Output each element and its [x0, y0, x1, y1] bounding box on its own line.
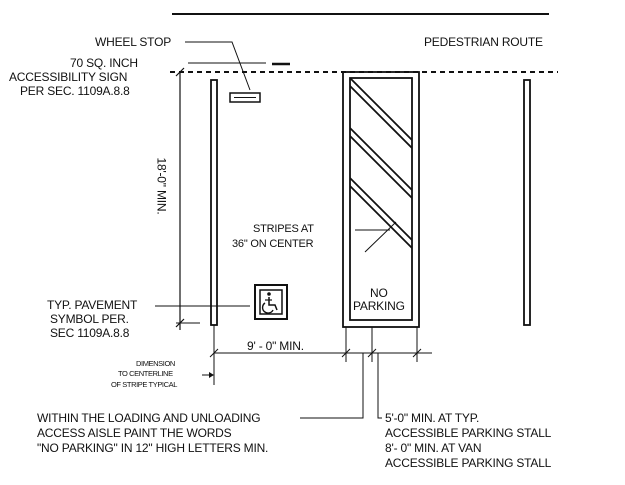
sign-label-line2: ACCESSIBILITY SIGN — [9, 70, 128, 84]
loading-label-line2: ACCESS AISLE PAINT THE WORDS — [37, 426, 232, 440]
stall-width-label: 9' - 0" MIN. — [247, 339, 304, 353]
aisle-hatch — [350, 78, 412, 249]
pedestrian-route-label: PEDESTRIAN ROUTE — [424, 35, 543, 49]
pavement-label-line1: TYP. PAVEMENT — [47, 298, 138, 312]
stall-stripe-right — [523, 79, 531, 326]
aisle-label-line4: ACCESSIBLE PARKING STALL — [385, 456, 552, 470]
sign-label-line1: 70 SQ. INCH — [70, 56, 138, 70]
dimension-label-line2: TO CENTERLINE — [118, 369, 173, 378]
access-aisle-inner — [349, 77, 413, 321]
loading-label-line1: WITHIN THE LOADING AND UNLOADING — [37, 411, 261, 425]
no-parking-line1: NO — [370, 286, 388, 300]
accessibility-symbol-icon — [254, 284, 288, 320]
wheel-stop-label: WHEEL STOP — [95, 35, 172, 49]
access-aisle-outer — [342, 71, 420, 328]
dimension-label-line1: DIMENSION — [136, 359, 175, 368]
aisle-label-line2: ACCESSIBLE PARKING STALL — [385, 426, 552, 440]
aisle-width-leader — [377, 353, 382, 419]
aisle-label-line1: 5'-0" MIN. AT TYP. — [385, 411, 480, 425]
loading-label-line3: "NO PARKING" IN 12" HIGH LETTERS MIN. — [37, 441, 269, 455]
stripes-label-line2: 36" ON CENTER — [232, 238, 314, 250]
no-parking-box — [351, 278, 411, 318]
pavement-label-line2: SYMBOL PER. — [50, 312, 129, 326]
stripes-leader-diag — [364, 221, 397, 253]
wheel-stop-leader — [185, 41, 251, 91]
sign-label-line3: PER SEC. 1109A.8.8 — [20, 84, 130, 98]
stall-stripe-left — [210, 79, 218, 326]
loading-aisle-leader — [300, 353, 364, 419]
wheel-stop-block — [229, 92, 261, 103]
no-parking-line2: PARKING — [353, 299, 405, 313]
stall-length-label: 18'-0" MIN. — [154, 157, 169, 215]
aisle-label-line3: 8'- 0" MIN. AT VAN — [385, 441, 482, 455]
dimension-label-line3: OF STRIPE TYPICAL — [111, 380, 177, 389]
pavement-label-line3: SEC 1109A.8.8 — [50, 326, 130, 340]
stripes-label-line1: STRIPES AT — [253, 223, 314, 235]
